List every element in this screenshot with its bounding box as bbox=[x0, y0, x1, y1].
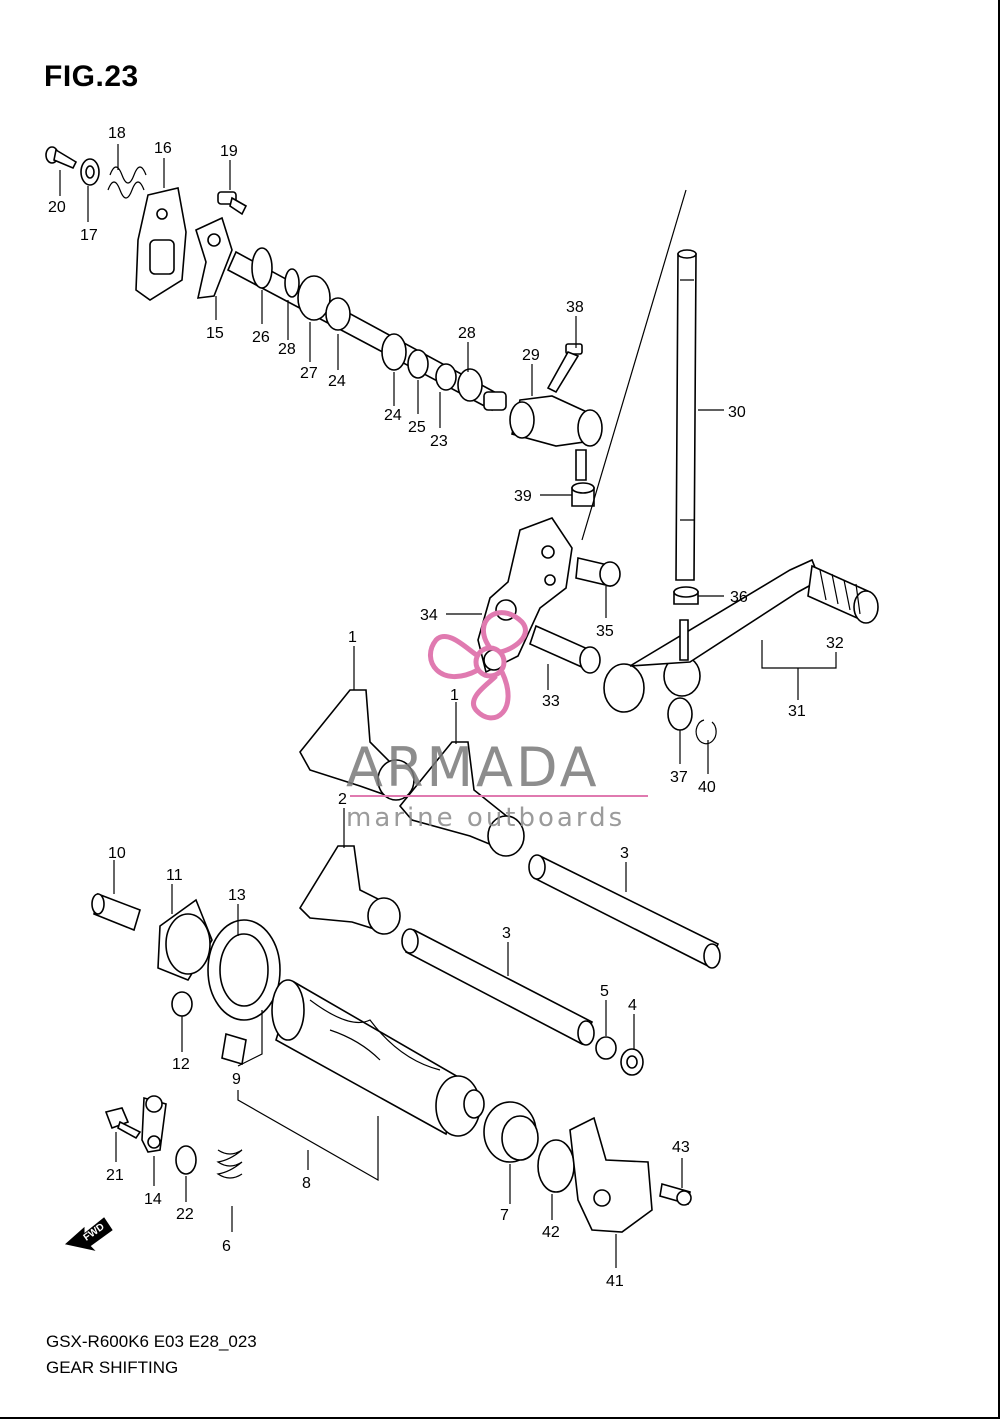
leader-lines bbox=[59, 144, 837, 1268]
part-label-10: 12 bbox=[172, 1056, 190, 1073]
part-label-34: 34 bbox=[420, 607, 438, 624]
part-label-36: 36 bbox=[730, 589, 748, 606]
watermark-tagline: marine outboards bbox=[346, 803, 625, 833]
part-label-28b: 28 bbox=[458, 325, 476, 342]
model-code: GSX-R600K6 E03 E28_023 bbox=[46, 1332, 257, 1351]
part-label-38: 38 bbox=[566, 299, 584, 316]
part-label-4: 4 bbox=[628, 997, 637, 1014]
part-label-42: 42 bbox=[542, 1224, 560, 1241]
part-label-24a: 24 bbox=[328, 373, 346, 390]
figure-title: FIG.23 bbox=[44, 60, 139, 93]
part-label-8: 10 bbox=[108, 845, 126, 862]
part-label-24b: 24 bbox=[384, 407, 402, 424]
part-label-39: 39 bbox=[514, 488, 532, 505]
part-label-20: 18 bbox=[108, 125, 126, 142]
part-label-2: 2 bbox=[338, 791, 347, 808]
part-label-29: 29 bbox=[522, 347, 540, 364]
part-label-9: 11 bbox=[166, 867, 183, 884]
part-label-33: 33 bbox=[542, 693, 560, 710]
section-name: GEAR SHIFTING bbox=[46, 1358, 179, 1377]
shift-rod bbox=[581, 189, 699, 605]
part-label-1b: 1 bbox=[450, 687, 459, 704]
armada-watermark: ARMADA marine outboards bbox=[346, 610, 648, 833]
part-label-15: 21 bbox=[106, 1167, 124, 1184]
stopper-parts bbox=[104, 1095, 243, 1179]
part-label-3a: 3 bbox=[620, 845, 629, 862]
part-label-32: 32 bbox=[826, 635, 844, 652]
shift-pedal bbox=[603, 558, 879, 745]
part-label-5: 5 bbox=[600, 983, 609, 1000]
part-label-28a: 28 bbox=[278, 341, 296, 358]
part-label-25: 25 bbox=[408, 419, 426, 436]
part-label-6: 8 bbox=[302, 1175, 311, 1192]
part-label-31: 31 bbox=[788, 703, 806, 720]
part-label-22: 20 bbox=[48, 199, 66, 216]
part-label-35: 35 bbox=[596, 623, 614, 640]
part-label-19: 17 bbox=[80, 227, 98, 244]
shift-forks bbox=[298, 689, 525, 935]
shift-drum-assembly bbox=[91, 892, 485, 1137]
propeller-logo-icon bbox=[428, 610, 528, 721]
part-label-1a: 1 bbox=[348, 629, 357, 646]
shift-shaft-assembly bbox=[45, 146, 507, 412]
part-label-41: 41 bbox=[606, 1273, 624, 1290]
part-label-26: 26 bbox=[252, 329, 270, 346]
part-label-18: 16 bbox=[154, 140, 172, 157]
part-number-labels: 20 17 18 16 19 15 26 28 27 24 24 25 23 2… bbox=[48, 125, 844, 1290]
part-label-7: 9 bbox=[232, 1071, 241, 1088]
part-label-17: 15 bbox=[206, 325, 224, 342]
forward-direction-arrow: FWD bbox=[64, 1217, 113, 1251]
shift-lever-clamp bbox=[509, 343, 603, 507]
part-label-11: 13 bbox=[228, 887, 246, 904]
part-label-16: 22 bbox=[176, 1206, 194, 1223]
fork-shafts bbox=[401, 854, 721, 1076]
part-label-14: 6 bbox=[222, 1238, 231, 1255]
part-label-3b: 3 bbox=[502, 925, 511, 942]
part-label-37: 37 bbox=[670, 769, 688, 786]
cover-bearing-parts bbox=[483, 1101, 692, 1233]
part-label-30: 30 bbox=[728, 404, 746, 421]
part-label-43: 43 bbox=[672, 1139, 690, 1156]
part-label-23: 23 bbox=[430, 433, 448, 450]
part-label-13: 14 bbox=[144, 1191, 162, 1208]
part-label-40: 40 bbox=[698, 779, 716, 796]
part-label-21: 19 bbox=[220, 143, 238, 160]
shift-bracket bbox=[477, 517, 621, 674]
part-label-27: 27 bbox=[300, 365, 318, 382]
part-label-12: 7 bbox=[500, 1207, 509, 1224]
watermark-brand-name: ARMADA bbox=[346, 736, 600, 799]
